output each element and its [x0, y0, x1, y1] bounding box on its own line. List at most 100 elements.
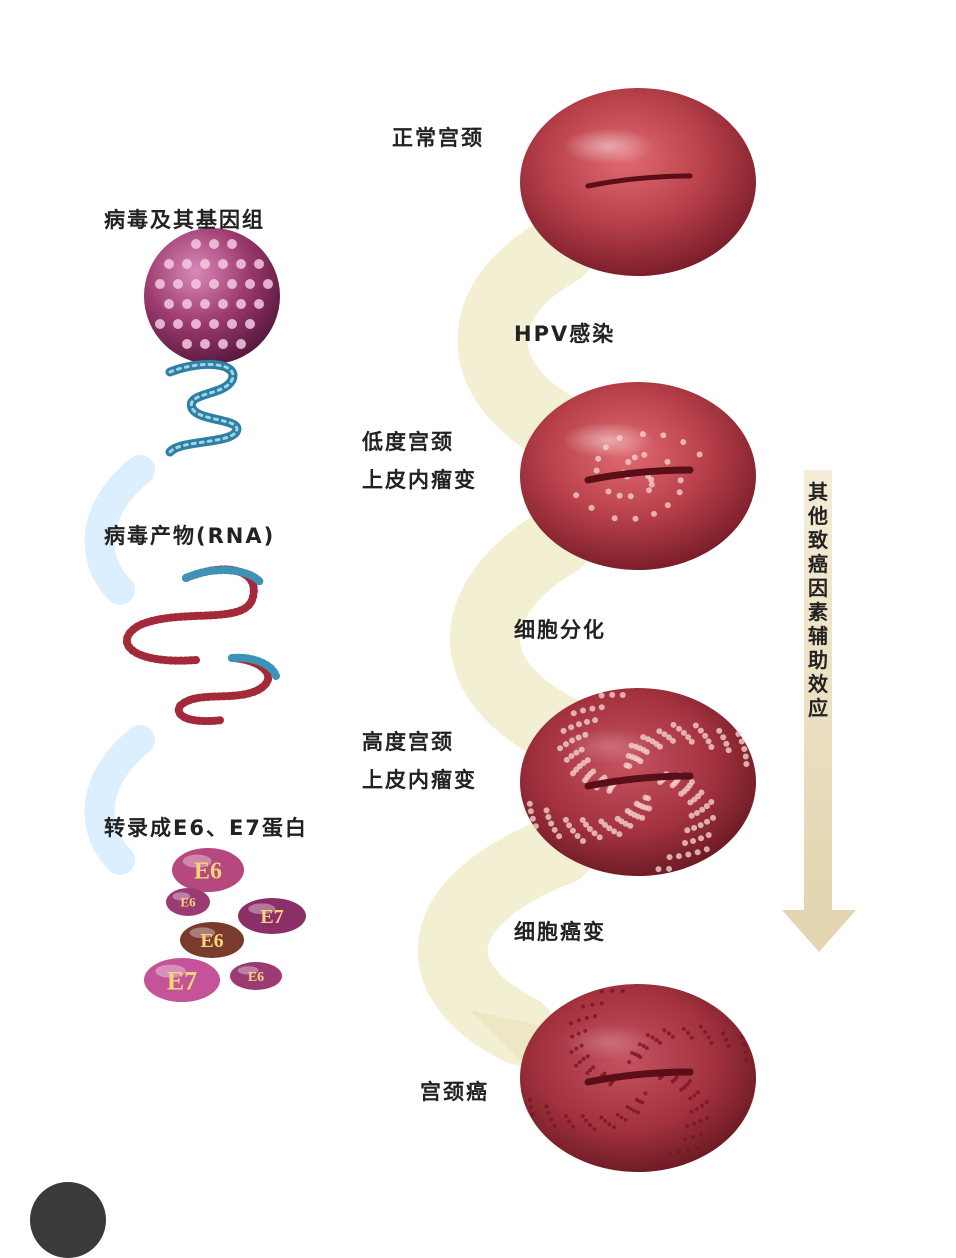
lesion-dot: [545, 813, 552, 820]
lesion-dot: [611, 828, 618, 835]
lesion-dot: [570, 770, 577, 777]
lesion-dot: [592, 717, 599, 724]
lesion-dot: [690, 837, 697, 844]
lesion-dot: [675, 853, 682, 860]
lesion-dot: [676, 725, 682, 732]
lesion-dot: [666, 854, 673, 861]
lesion-dot: [575, 734, 582, 741]
lesion-dot: [680, 439, 687, 446]
cycle-arrow-1: [84, 725, 155, 875]
lesion-dot: [569, 1050, 574, 1055]
lesion-dot: [602, 444, 609, 451]
lesion-dot: [656, 728, 663, 735]
lesion-dot: [563, 756, 570, 763]
lesion-dot: [703, 803, 710, 810]
capsomere: [182, 299, 192, 309]
lesion-dot: [627, 822, 634, 829]
lesion-dot: [529, 815, 536, 822]
lesion-dot: [599, 989, 604, 994]
lesion-dot: [583, 718, 590, 725]
lesion-dot: [661, 731, 668, 738]
viral-rna-label: 病毒产物(RNA): [104, 524, 276, 548]
lesion-dot: [639, 431, 646, 438]
lesion-dot: [556, 833, 563, 840]
lesion-dot: [743, 760, 750, 767]
flow-arrow-0: [457, 215, 595, 465]
cervix-stage-0: [520, 88, 756, 276]
lesion-dot: [616, 831, 623, 838]
lesion-dot: [574, 1046, 579, 1051]
lesion-dot: [570, 1124, 575, 1129]
lesion-dot: [611, 515, 618, 522]
lesion-dot: [702, 732, 709, 739]
lesion-dot: [645, 795, 652, 802]
lesion-dot: [667, 1151, 672, 1156]
lesion-dot: [579, 817, 586, 824]
lesion-dot: [710, 814, 717, 821]
lesion-dot: [698, 1132, 703, 1137]
lesion-dot: [640, 1100, 645, 1105]
capsomere: [227, 319, 237, 329]
lesion-dot: [698, 1024, 703, 1029]
lesion-dot: [692, 722, 699, 729]
lesion-dot: [716, 727, 723, 734]
lesion-dot: [703, 846, 710, 853]
lesion-dot: [619, 1115, 624, 1120]
capsomere: [200, 339, 210, 349]
capsomere: [236, 339, 246, 349]
protein-e6-0: E6: [172, 848, 244, 892]
capsomere: [227, 279, 237, 289]
capsomere: [236, 299, 246, 309]
lesion-dot: [606, 787, 613, 794]
lesion-dot: [694, 1106, 699, 1111]
lesion-dot: [696, 451, 703, 458]
protein-e6-5: E6: [230, 962, 282, 990]
lesion-dot: [582, 821, 589, 828]
protein-e7-4: E7: [144, 958, 220, 1002]
stage-label-cancer: 宫颈癌: [420, 1080, 489, 1104]
lesion-dot: [741, 745, 748, 752]
lesion-dot: [649, 738, 656, 745]
lesion-dot: [569, 1021, 574, 1026]
lesion-dot: [697, 822, 704, 829]
lesion-dot: [705, 832, 712, 839]
lesion-dot: [527, 1097, 532, 1102]
lesion-dot: [699, 806, 706, 813]
lesion-dot: [583, 1028, 588, 1033]
lesion-dot: [646, 1033, 651, 1038]
lesion-dot: [697, 835, 704, 842]
lesion-dot: [656, 1163, 661, 1168]
lesion-dot: [625, 752, 632, 759]
lesion-dot: [566, 822, 573, 829]
stage-label-high-grade-line2: 上皮内瘤变: [362, 768, 477, 792]
capsomere: [173, 279, 183, 289]
lesion-dot: [579, 837, 586, 844]
capsomere: [191, 279, 201, 289]
capsomere: [200, 259, 210, 269]
lesion-dot: [616, 492, 623, 499]
capsomere: [164, 259, 174, 269]
lesion-dot: [596, 834, 603, 841]
lesion-dot: [639, 814, 646, 821]
lesion-dot: [579, 1043, 584, 1048]
lesion-dot: [655, 866, 662, 873]
lesion-dot: [602, 821, 608, 828]
stage-label-low-grade-line1: 低度宫颈: [362, 430, 454, 454]
lesion-dot: [616, 434, 623, 441]
lesion-dot: [689, 779, 695, 785]
lesion-dot: [664, 502, 671, 509]
lesion-dot: [739, 1035, 744, 1040]
lesion-dot: [720, 734, 727, 741]
cycle-arrows: [84, 455, 155, 875]
lesion-dot: [583, 1118, 588, 1123]
lesion-dot: [666, 1031, 671, 1036]
lesion-dot: [641, 451, 648, 458]
capsomere: [263, 279, 273, 289]
side-arrow: [782, 470, 856, 952]
lesion-dot: [664, 458, 671, 465]
lesion-dot: [685, 1082, 690, 1087]
lesion-dot: [573, 492, 580, 499]
lesion-dot: [689, 1035, 694, 1040]
lesion-dot: [563, 1113, 568, 1118]
lesion-dot: [692, 1093, 697, 1098]
